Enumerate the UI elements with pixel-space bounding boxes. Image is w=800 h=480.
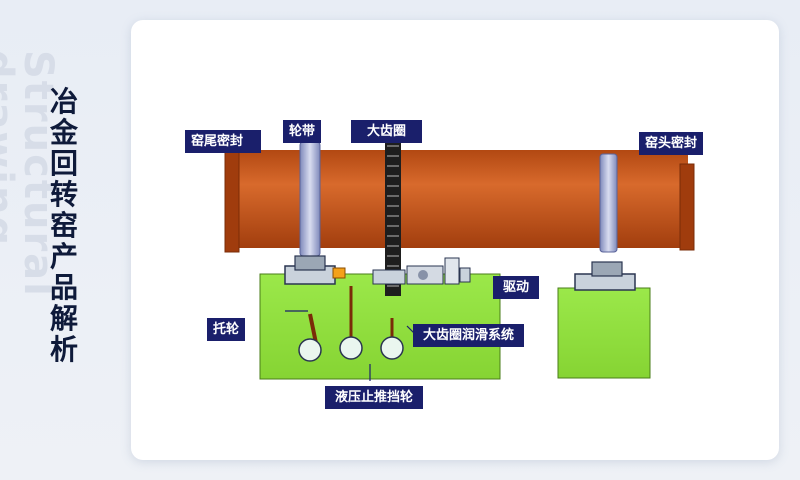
label-kiln-tail-seal: 窑尾密封: [185, 130, 261, 153]
page-title: 冶金回转窑 产品解析: [49, 85, 78, 366]
label-tire: 轮带: [283, 120, 322, 143]
thrust-roller-1: [298, 313, 322, 362]
label-girth-gear: 大齿圈: [351, 120, 423, 143]
support-roller-right: [574, 261, 636, 291]
kiln-head-end: [679, 163, 695, 251]
sidebar: Structural drawing 冶金回转窑 产品解析: [0, 0, 130, 480]
sidebar-background-text: Structural drawing: [0, 50, 61, 298]
drive-assembly: [372, 257, 471, 285]
tire-right: [599, 153, 618, 253]
support-roller-left: [284, 255, 346, 285]
diagram-card: 窑尾密封 轮带 大齿圈 窑头密封 驱动 托轮 大齿圈润滑系统 液压止推挡轮: [131, 20, 779, 460]
rotary-kiln-diagram: 窑尾密封 轮带 大齿圈 窑头密封 驱动 托轮 大齿圈润滑系统 液压止推挡轮: [155, 56, 755, 426]
label-gear-lubrication: 大齿圈润滑系统: [413, 324, 525, 347]
thrust-roller-3: [380, 318, 404, 360]
thrust-roller-2: [339, 286, 363, 360]
foundation-right: [557, 287, 651, 379]
kiln-tail-end: [224, 145, 240, 253]
label-hydraulic-thrust-roller: 液压止推挡轮: [325, 386, 424, 409]
girth-gear-teeth: [387, 145, 399, 287]
tire-left: [299, 141, 321, 257]
label-kiln-head-seal: 窑头密封: [639, 132, 704, 155]
label-drive: 驱动: [493, 276, 540, 299]
label-support-roller: 托轮: [207, 318, 246, 341]
kiln-structure-drawing: [224, 138, 695, 381]
